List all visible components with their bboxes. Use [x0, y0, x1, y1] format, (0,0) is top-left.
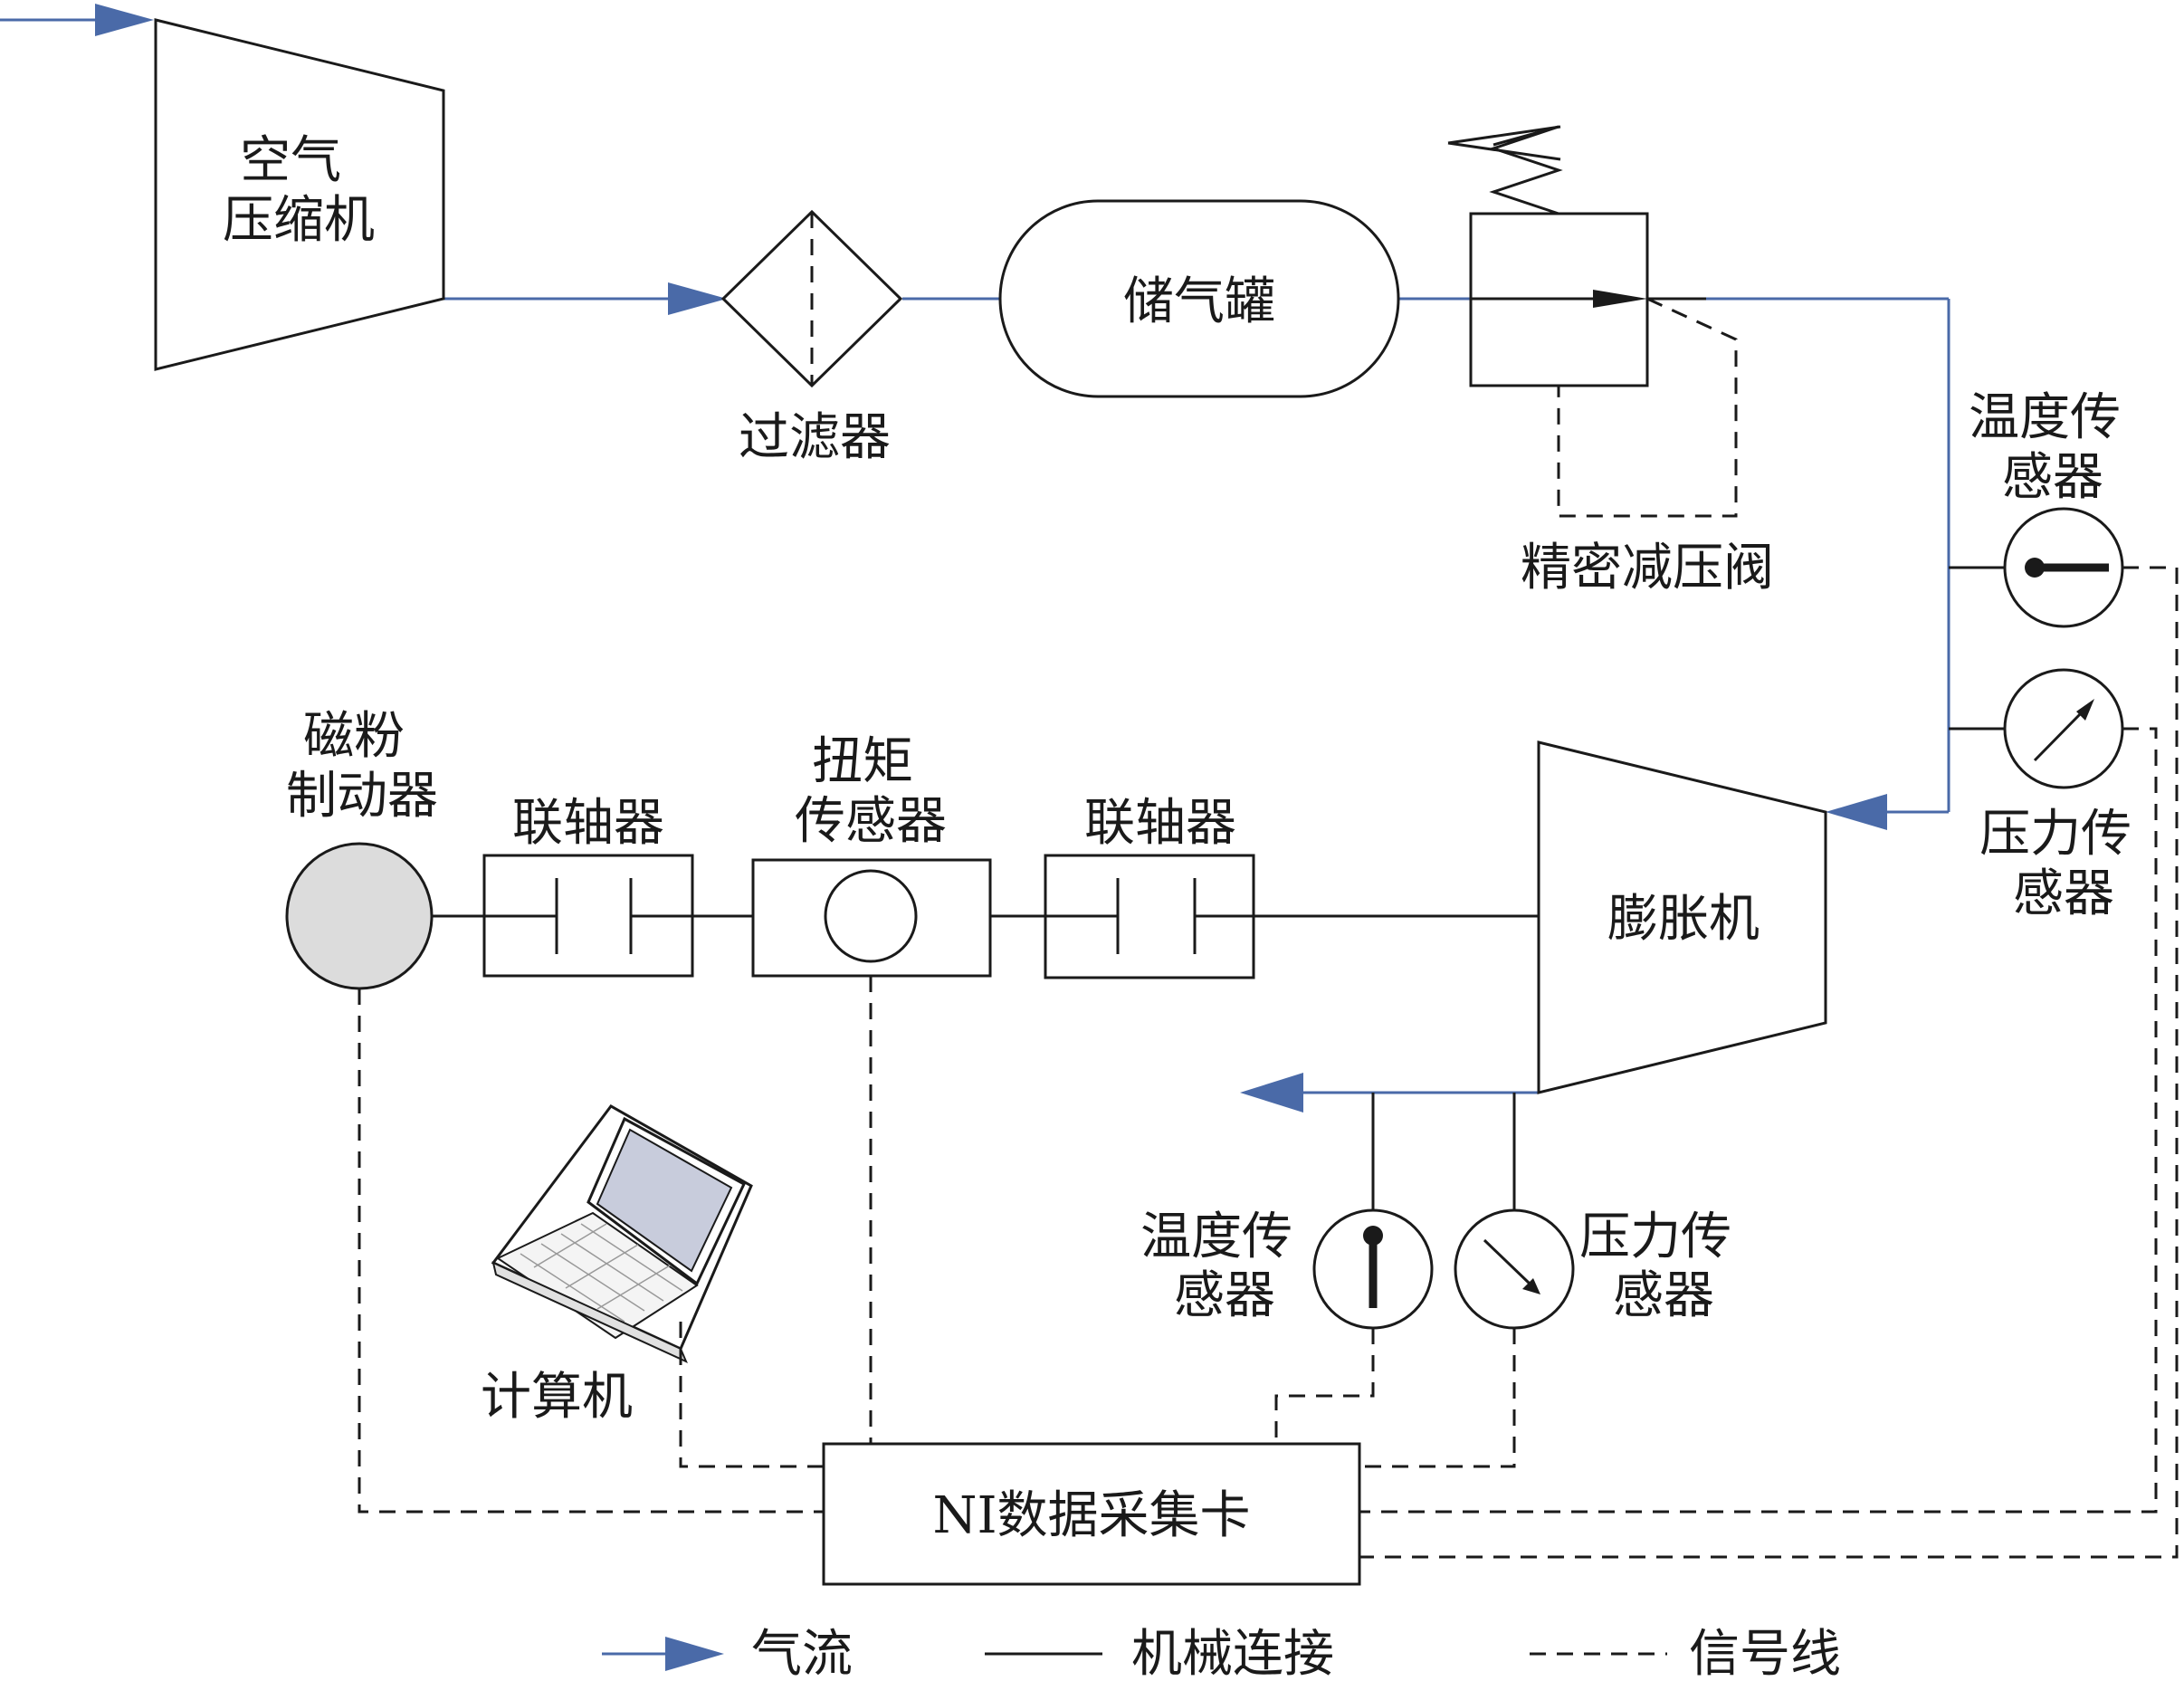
- inlet-temp-label: 温度传 感器: [1969, 388, 2137, 507]
- compressor-label-line1: 空气: [240, 131, 341, 190]
- legend-airflow-label: 气流: [751, 1625, 853, 1681]
- legend: 气流 机械连接 信号线: [602, 1625, 1841, 1681]
- outlet-pressure-label-line1: 压力传: [1579, 1208, 1731, 1266]
- compressor-label: 空气 压缩机: [223, 131, 375, 250]
- torque-sensor: 扭矩 传感器: [751, 732, 992, 978]
- filter: 过滤器: [720, 209, 903, 467]
- outlet-temp-label-line2: 感器: [1174, 1266, 1275, 1325]
- compressor-label-line2: 压缩机: [223, 191, 375, 250]
- inlet-pressure-label: 压力传 感器: [1979, 805, 2148, 923]
- brake-label-line2: 制动器: [286, 767, 438, 826]
- legend-mechanical-label: 机械连接: [1131, 1625, 1334, 1681]
- air-compressor: 空气 压缩机: [154, 18, 445, 371]
- outlet-pressure-label-line2: 感器: [1613, 1266, 1714, 1325]
- legend-airflow-arrow: [665, 1637, 724, 1671]
- outlet-pressure-sensor: 压力传 感器: [1454, 1093, 1748, 1330]
- pressure-reducing-valve: 精密减压阀: [1447, 125, 1774, 597]
- airflow-lines: [0, 4, 1950, 1113]
- air-tank: 储气罐: [998, 199, 1400, 398]
- coupling-left-label: 联轴器: [512, 794, 664, 853]
- outlet-temp-label-line1: 温度传: [1140, 1208, 1292, 1266]
- coupling-left: 联轴器: [482, 794, 694, 978]
- valve-spring: [1489, 125, 1563, 215]
- outlet-temperature-sensor: 温度传 感器: [1140, 1093, 1434, 1330]
- inlet-temp-label-line2: 感器: [2002, 448, 2103, 507]
- magnetic-powder-brake: 磁粉 制动器: [285, 707, 438, 990]
- signal-lines: [358, 566, 2179, 1559]
- airflow-arrow-exhaust: [1240, 1073, 1303, 1113]
- expander: 膨胀机: [1537, 740, 1827, 1094]
- airflow-arrow-filter: [668, 282, 727, 315]
- daq-label: NI数据采集卡: [932, 1486, 1250, 1545]
- brake-label-line1: 磁粉: [303, 707, 405, 766]
- torque-sensor-label: 扭矩 传感器: [795, 732, 947, 851]
- ni-daq-card: NI数据采集卡: [822, 1442, 1361, 1586]
- inlet-temperature-sensor: 温度传 感器: [1949, 388, 2137, 628]
- inlet-pressure-label-line1: 压力传: [1979, 805, 2132, 864]
- tank-label: 储气罐: [1123, 272, 1275, 331]
- torque-sensor-label-line2: 传感器: [795, 792, 947, 851]
- coupling-right-label: 联轴器: [1084, 794, 1236, 853]
- inlet-pressure-label-line2: 感器: [2013, 864, 2114, 923]
- laptop-icon: 计算机: [481, 1104, 753, 1427]
- valve-label: 精密减压阀: [1521, 539, 1774, 597]
- outlet-temp-label: 温度传 感器: [1140, 1208, 1309, 1325]
- outlet-pressure-label: 压力传 感器: [1579, 1208, 1748, 1325]
- legend-signal-label: 信号线: [1689, 1625, 1841, 1681]
- brake-label: 磁粉 制动器: [286, 707, 438, 826]
- computer-label: 计算机: [481, 1368, 633, 1427]
- torque-sensor-label-line1: 扭矩: [812, 732, 913, 791]
- inlet-pressure-sensor: 压力传 感器: [1949, 668, 2148, 923]
- filter-label: 过滤器: [739, 408, 891, 467]
- airflow-arrow-expander-in: [1826, 794, 1887, 830]
- expander-label: 膨胀机: [1607, 890, 1760, 949]
- airflow-arrow-inlet: [95, 4, 154, 36]
- coupling-right: 联轴器: [1044, 794, 1255, 979]
- inlet-temp-label-line1: 温度传: [1969, 388, 2121, 447]
